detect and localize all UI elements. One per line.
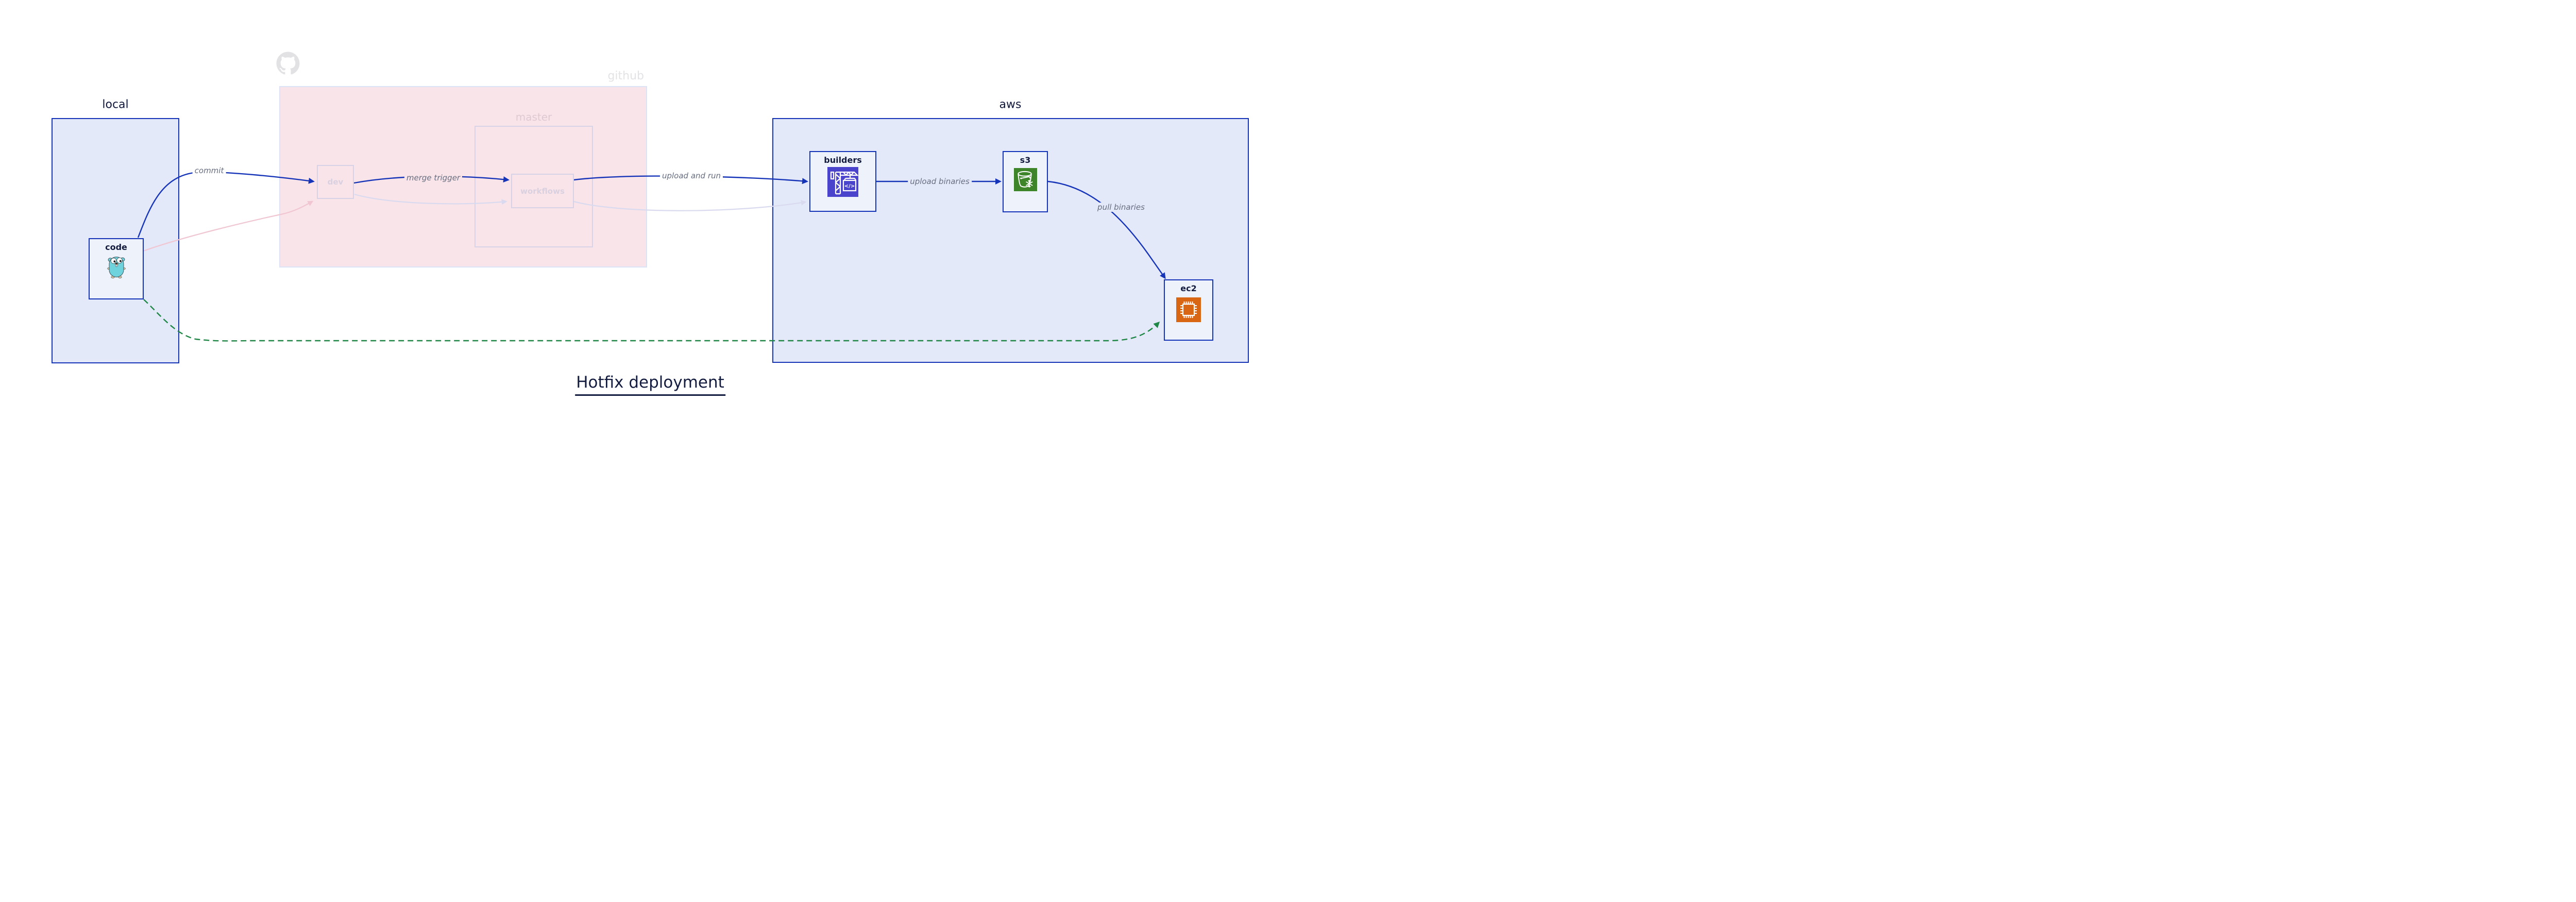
codebuild-code-glyph: </>: [844, 183, 855, 189]
builders-node-label: builders: [824, 155, 862, 165]
diagram-title: Hotfix deployment: [575, 373, 725, 396]
code-node-label: code: [105, 242, 127, 252]
ec2-chip-icon: [1176, 297, 1201, 322]
go-gopher-icon: [107, 254, 126, 278]
dev-node: dev: [317, 165, 354, 199]
codebuild-crane-icon: </>: [827, 167, 859, 197]
builders-node: builders </>: [809, 151, 876, 212]
edge-label-commit: commit: [192, 166, 226, 175]
edge-label-merge-trigger: merge trigger: [404, 173, 463, 182]
s3-node: s3: [1003, 151, 1048, 212]
master-branch-label: master: [515, 111, 552, 123]
aws-container-label: aws: [999, 98, 1022, 111]
master-branch-box: [474, 126, 593, 247]
ec2-node-label: ec2: [1180, 283, 1197, 293]
s3-node-label: s3: [1020, 155, 1031, 165]
code-node: code: [89, 238, 144, 299]
diagram-canvas: local github master aws dev workflows co…: [0, 0, 1302, 451]
edge-label-upload-and-run: upload and run: [659, 171, 723, 180]
local-container-label: local: [102, 98, 129, 111]
s3-glacier-bucket-icon: [1013, 168, 1037, 191]
github-container-label: github: [607, 70, 644, 82]
dev-node-label: dev: [327, 177, 344, 187]
workflows-node-label: workflows: [520, 186, 565, 196]
github-octocat-icon: [276, 52, 300, 75]
workflows-node: workflows: [511, 174, 574, 208]
edge-label-upload-binaries: upload binaries: [908, 177, 972, 186]
ec2-node: ec2: [1164, 279, 1213, 341]
edge-label-pull-binaries: pull binaries: [1095, 203, 1147, 212]
